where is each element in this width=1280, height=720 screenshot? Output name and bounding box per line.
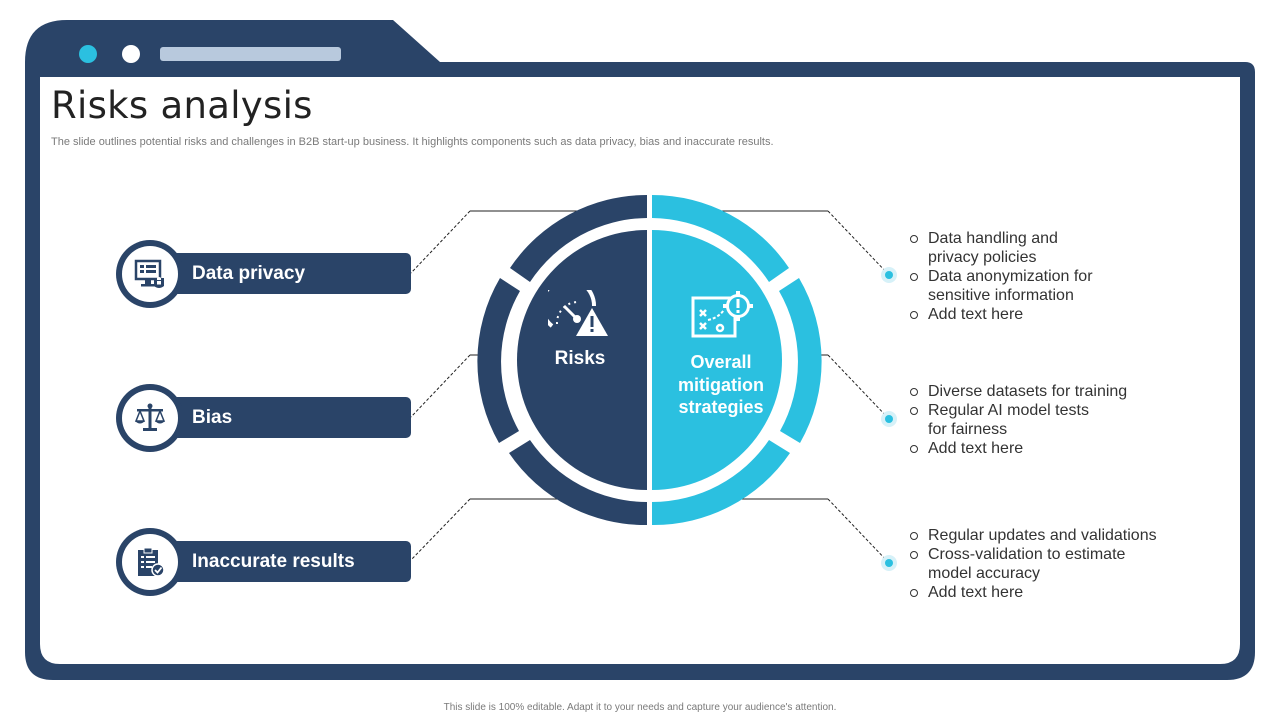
risks-label: Risks bbox=[554, 348, 606, 369]
list-item: Regular AI model tests for fairness bbox=[910, 401, 1127, 439]
speedometer-warning-icon bbox=[548, 290, 608, 336]
risk-badge bbox=[116, 528, 184, 596]
page-title: Risks analysis bbox=[51, 84, 313, 127]
strategy-list-data-privacy: Data handling and privacy policies Data … bbox=[910, 229, 1093, 324]
window-address-bar bbox=[160, 47, 341, 61]
strategy-list-inaccurate-results: Regular updates and validations Cross-va… bbox=[910, 526, 1157, 602]
risk-badge bbox=[116, 384, 184, 452]
risk-label: Data privacy bbox=[192, 263, 306, 284]
risk-pill: Data privacy bbox=[150, 253, 411, 294]
list-item: Data anonymization for sensitive informa… bbox=[910, 267, 1093, 305]
list-item: Diverse datasets for training bbox=[910, 382, 1127, 401]
list-item: Add text here bbox=[910, 439, 1127, 458]
risk-badge bbox=[116, 240, 184, 308]
scales-icon bbox=[134, 403, 166, 431]
window-dot-cyan bbox=[79, 45, 97, 63]
risk-label: Bias bbox=[192, 407, 233, 428]
list-item: Cross-validation to estimate model accur… bbox=[910, 545, 1157, 583]
risk-pill: Bias bbox=[150, 397, 411, 438]
risk-pill: Inaccurate results bbox=[150, 541, 411, 582]
list-item: Add text here bbox=[910, 305, 1093, 324]
list-item: Add text here bbox=[910, 583, 1157, 602]
window-dot-white bbox=[122, 45, 140, 63]
mitigation-half bbox=[652, 194, 822, 526]
monitor-lock-icon bbox=[134, 259, 164, 288]
mitigation-label: Overall mitigation strategies bbox=[678, 352, 764, 417]
strategy-list-bias: Diverse datasets for training Regular AI… bbox=[910, 382, 1127, 458]
clipboard-check-icon bbox=[138, 547, 165, 577]
risk-label: Inaccurate results bbox=[192, 551, 355, 572]
list-item: Data handling and privacy policies bbox=[910, 229, 1093, 267]
risks-half bbox=[477, 194, 647, 526]
strategy-board-gear-icon bbox=[691, 291, 753, 338]
footer-note: This slide is 100% editable. Adapt it to… bbox=[443, 702, 837, 713]
page-subtitle: The slide outlines potential risks and c… bbox=[51, 136, 774, 148]
list-item: Regular updates and validations bbox=[910, 526, 1157, 545]
